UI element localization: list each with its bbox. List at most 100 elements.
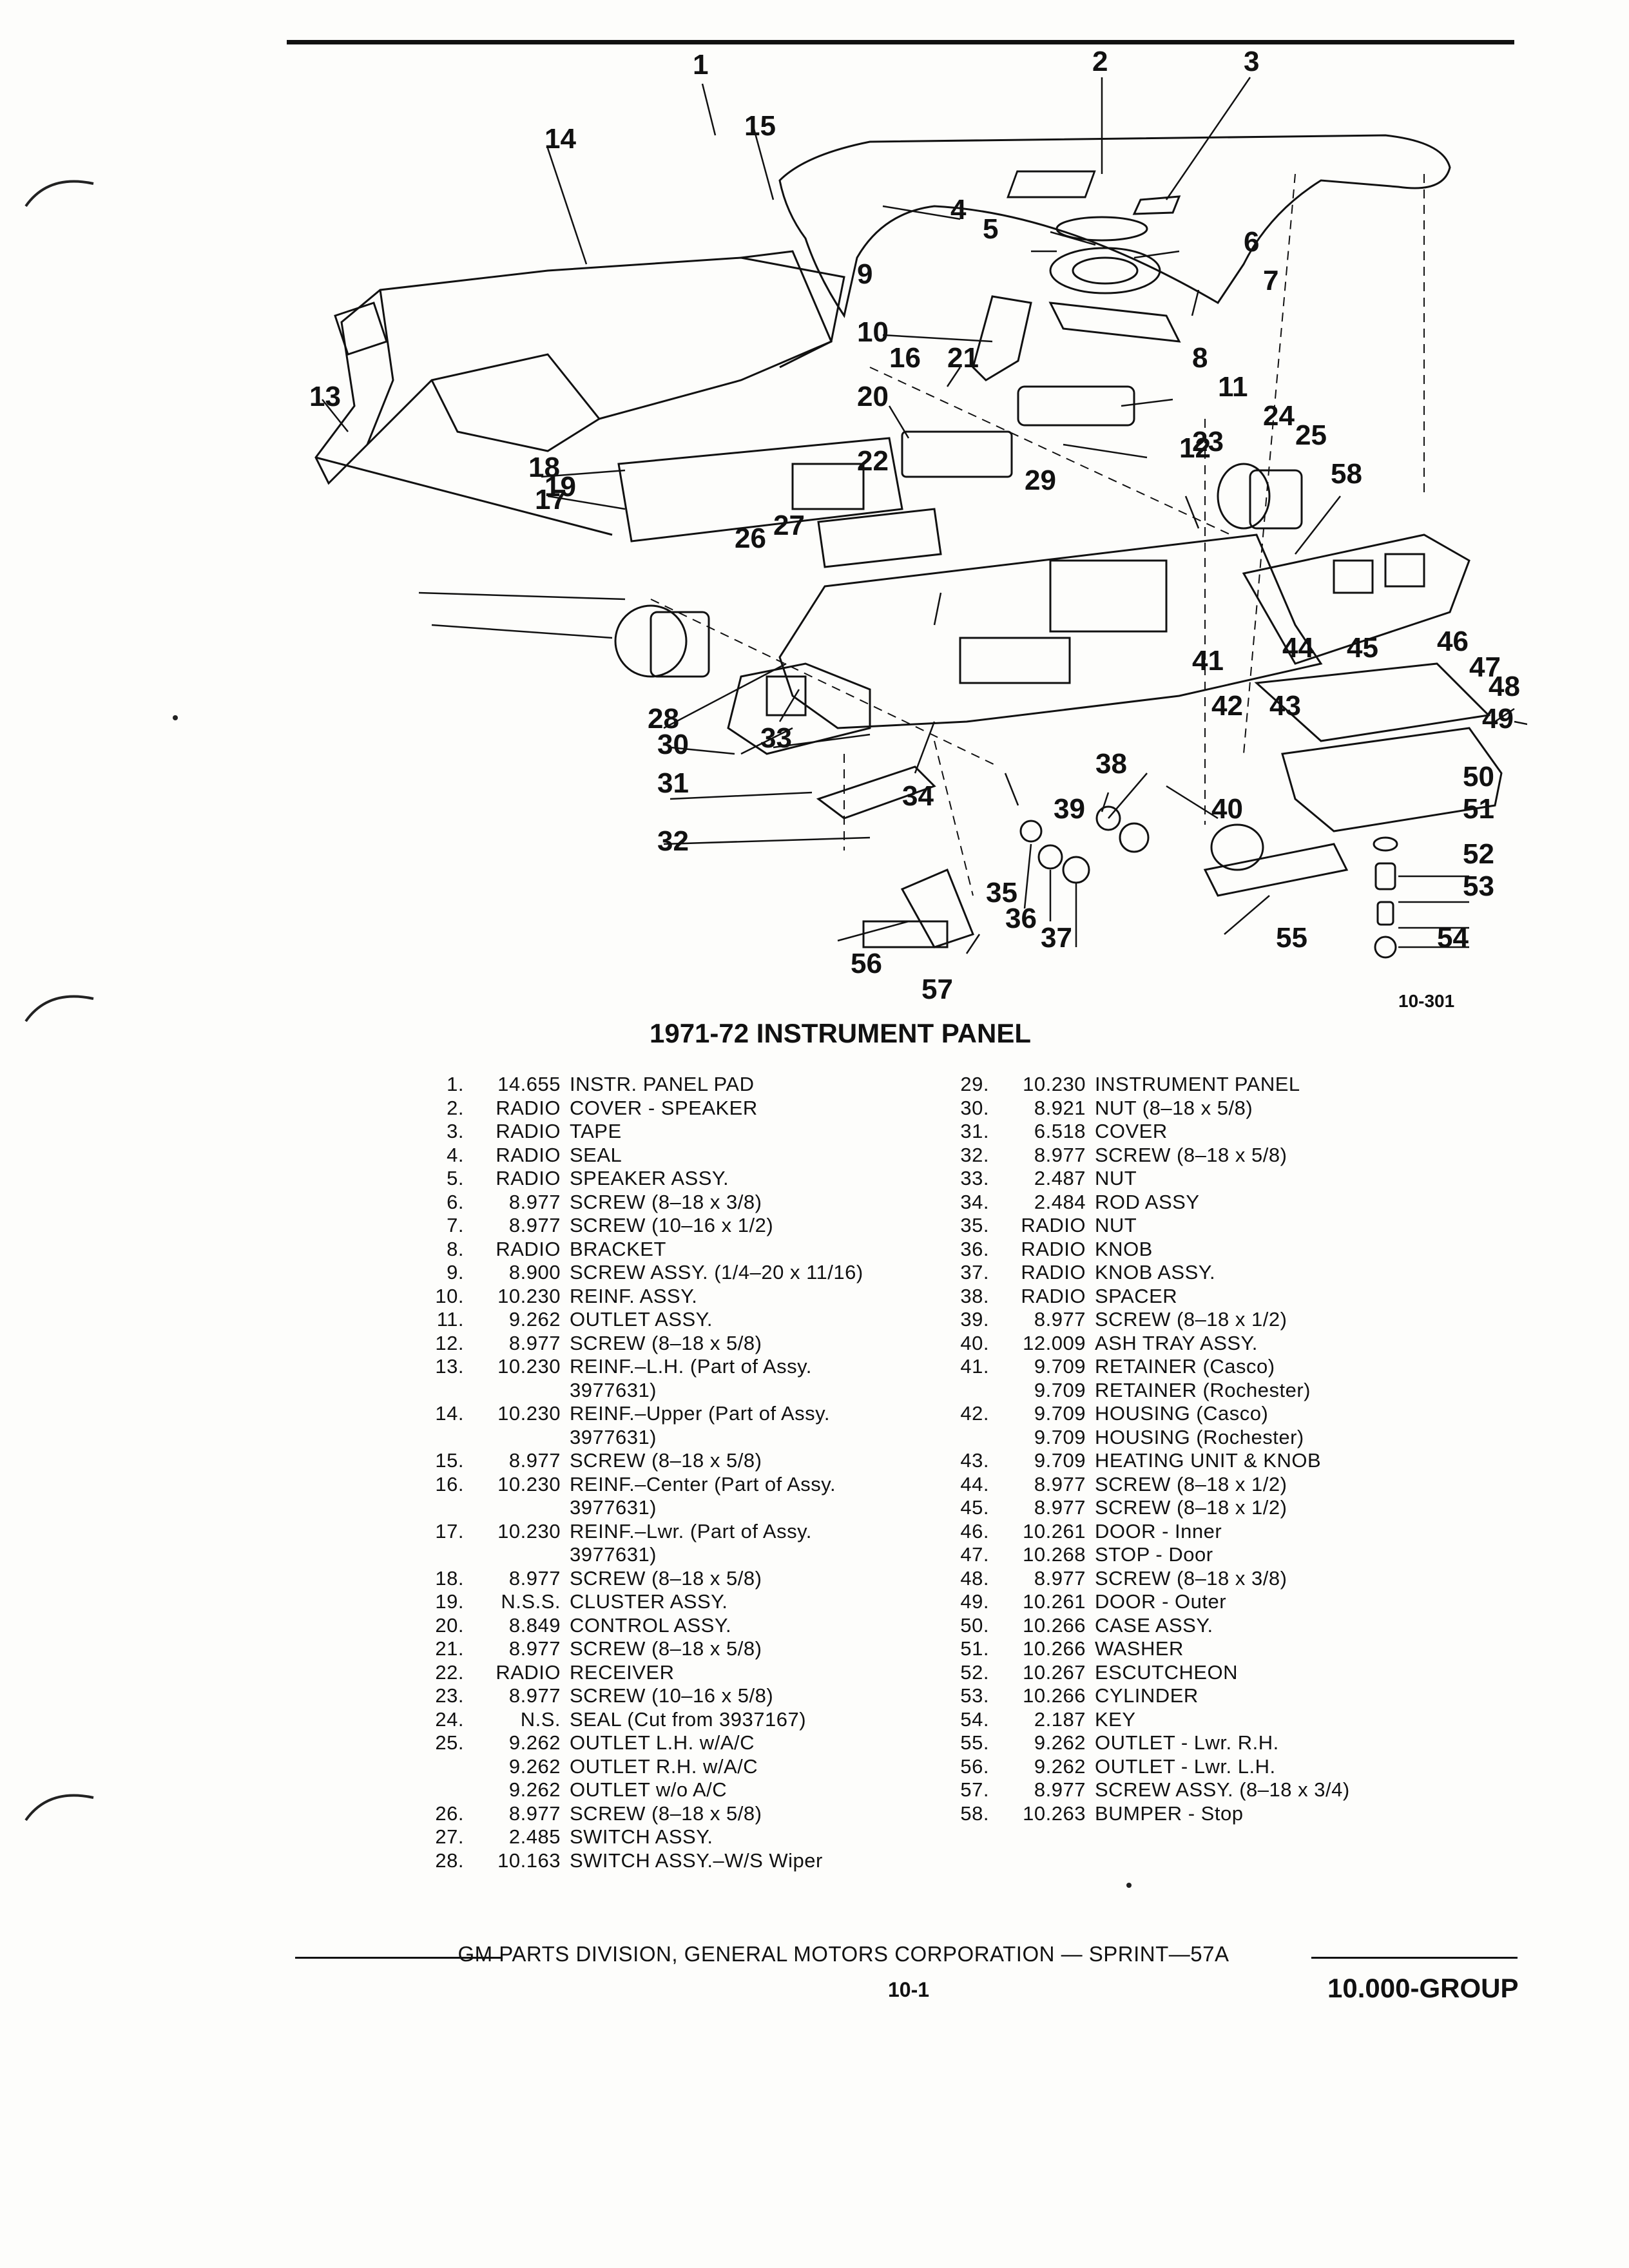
part-description: 3977631)	[570, 1425, 657, 1448]
part-group-code: 10.261	[1023, 1590, 1086, 1613]
callout-number: 42	[1211, 690, 1243, 722]
callout-number: 41	[1192, 645, 1224, 677]
callout-number: 39	[1054, 793, 1085, 825]
part-description: BRACKET	[570, 1237, 666, 1260]
callout-number: 51	[1463, 793, 1494, 825]
callout-number: 9	[857, 258, 872, 290]
part-number: 50.	[960, 1613, 989, 1637]
part-group-code	[464, 1496, 570, 1520]
callout-number: 12	[1179, 432, 1211, 464]
part-description: INSTR. PANEL PAD	[570, 1073, 755, 1095]
part-group-code: 8.977	[1034, 1143, 1086, 1166]
part-group-code: 8.977	[508, 1190, 561, 1213]
part-number: 18.	[435, 1566, 464, 1590]
part-group-code: 8.977	[1034, 1778, 1086, 1801]
part-description: DOOR - Inner	[1095, 1519, 1222, 1542]
callout-number: 7	[1263, 265, 1278, 296]
part-number: 9.	[447, 1261, 464, 1283]
callout-number: 5	[983, 213, 998, 245]
part-group-code: 8.977	[508, 1331, 561, 1354]
callout-number: 45	[1347, 632, 1378, 664]
callout-number: 18	[528, 452, 560, 483]
part-description: REINF.–Center (Part of Assy.	[570, 1472, 836, 1495]
callout-number: 34	[902, 780, 934, 812]
part-description: RETAINER (Casco)	[1095, 1355, 1275, 1378]
part-number: 16.	[435, 1472, 464, 1495]
part-description: BUMPER - Stop	[1095, 1802, 1244, 1825]
part-group-code: 8.977	[1034, 1308, 1086, 1331]
part-description: SCREW (8–18 x 5/8)	[570, 1637, 762, 1660]
callout-number: 47	[1469, 651, 1501, 683]
part-description: OUTLET - Lwr. L.H.	[1095, 1754, 1276, 1778]
part-number: 51.	[960, 1637, 989, 1660]
part-description: OUTLET - Lwr. R.H.	[1095, 1731, 1279, 1754]
figure-title: 1971-72 INSTRUMENT PANEL	[649, 1018, 1032, 1048]
part-number: 14.	[435, 1402, 464, 1425]
part-number: 29.	[960, 1073, 989, 1095]
part-group-code: RADIO	[496, 1660, 561, 1684]
callout-number: 2	[1092, 46, 1108, 77]
part-number	[954, 1426, 989, 1450]
part-number: 11.	[436, 1308, 464, 1331]
part-number: 13.	[435, 1355, 464, 1378]
callout-number: 20	[857, 381, 889, 412]
callout-number: 55	[1276, 922, 1307, 954]
part-group-code: 10.230	[497, 1284, 561, 1307]
part-number	[954, 1379, 989, 1403]
binder-mark	[24, 995, 94, 1023]
part-number: 55.	[960, 1731, 989, 1754]
callout-number: 17	[535, 484, 566, 515]
callout-number: 11	[1218, 371, 1248, 403]
part-group-code: 12.009	[1023, 1331, 1086, 1354]
part-number	[429, 1755, 464, 1779]
part-description: SCREW (8–18 x 1/2)	[1095, 1308, 1287, 1331]
speck	[173, 715, 178, 720]
part-number: 3.	[447, 1120, 464, 1142]
speck	[1126, 1883, 1132, 1888]
part-description: KNOB ASSY.	[1095, 1261, 1216, 1283]
part-group-code: RADIO	[1021, 1284, 1086, 1307]
callout-number: 54	[1437, 922, 1469, 954]
part-number: 17.	[435, 1519, 464, 1542]
part-number	[429, 1426, 464, 1450]
part-description: KEY	[1095, 1707, 1136, 1731]
part-description: ROD ASSY	[1095, 1190, 1200, 1213]
part-group-code: 8.900	[508, 1261, 561, 1283]
part-group-code: 10.268	[1023, 1543, 1086, 1566]
part-group-code: N.S.S.	[501, 1590, 561, 1613]
part-number: 19.	[435, 1590, 464, 1613]
part-number	[429, 1379, 464, 1403]
callout-number: 28	[648, 703, 679, 735]
part-group-code: 9.262	[508, 1778, 561, 1801]
part-number: 54.	[960, 1707, 989, 1731]
part-number: 24.	[435, 1707, 464, 1731]
part-group-code: 10.261	[1023, 1519, 1086, 1542]
footer-rule-right	[1311, 1957, 1518, 1959]
footer-publisher: GM PARTS DIVISION, GENERAL MOTORS CORPOR…	[458, 1942, 1229, 1966]
callout-number: 14	[545, 123, 576, 155]
part-group-code: 10.266	[1023, 1613, 1086, 1637]
part-description: STOP - Door	[1095, 1543, 1213, 1566]
part-description: SCREW (8–18 x 1/2)	[1095, 1496, 1287, 1519]
part-group-code: 10.163	[497, 1849, 561, 1872]
top-rule	[287, 40, 1514, 44]
part-group-code: 8.977	[508, 1566, 561, 1590]
part-group-code: RADIO	[496, 1120, 561, 1142]
part-number: 45.	[960, 1496, 989, 1519]
callout-number: 32	[657, 825, 689, 857]
part-group-code: RADIO	[1021, 1237, 1086, 1260]
